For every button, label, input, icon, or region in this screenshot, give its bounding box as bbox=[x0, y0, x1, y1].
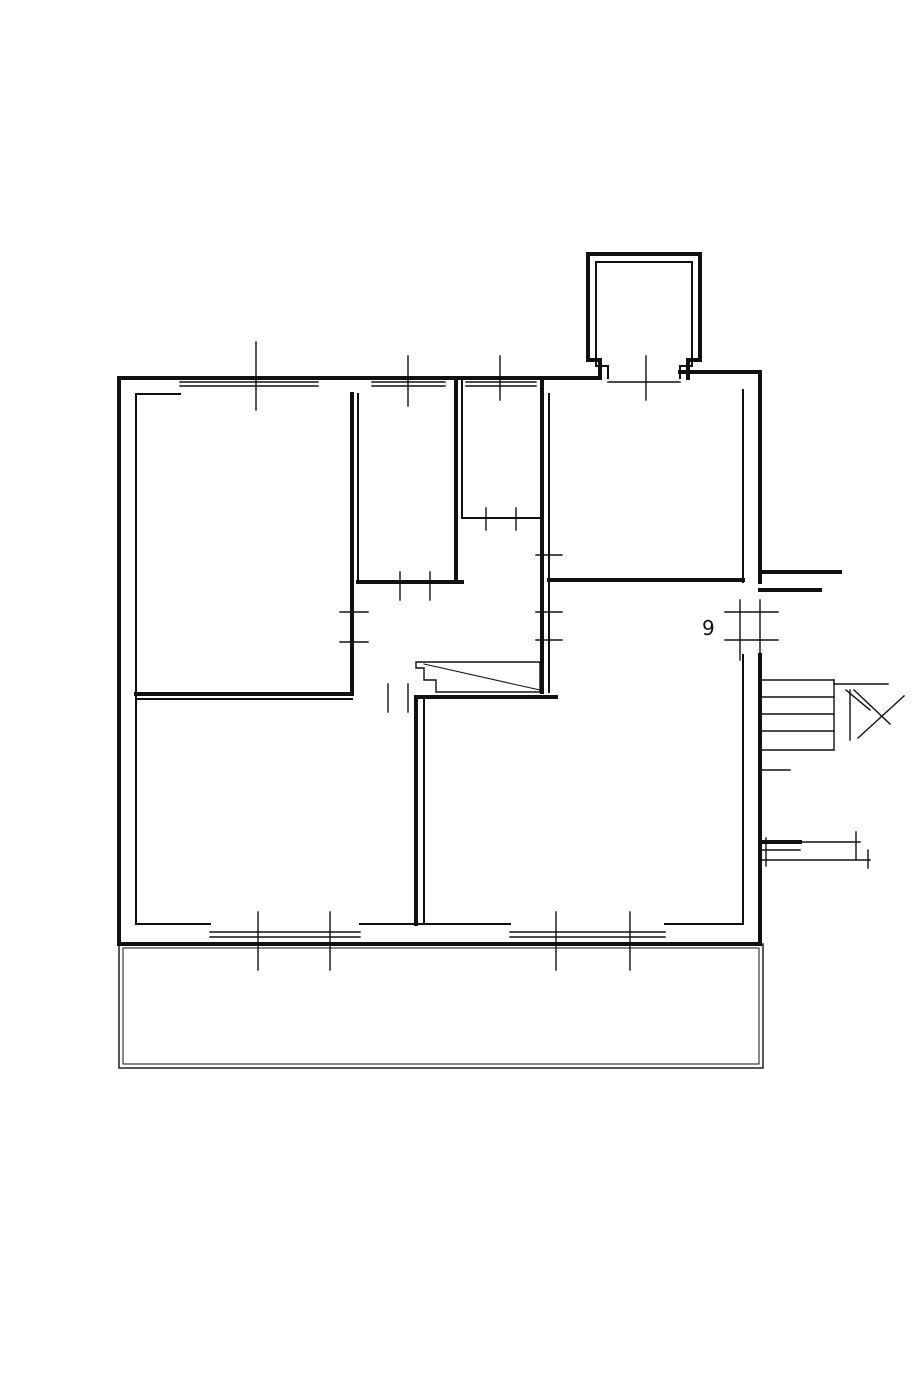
windows-top bbox=[179, 341, 681, 411]
terrace bbox=[118, 943, 764, 1069]
lower-right-step bbox=[758, 831, 871, 869]
stair-landing bbox=[415, 661, 541, 693]
top-bay bbox=[586, 252, 702, 380]
room-number-label: 9 bbox=[702, 616, 715, 640]
windows-bottom bbox=[209, 911, 666, 971]
exterior-stairs bbox=[761, 679, 905, 771]
door-marks bbox=[339, 507, 779, 713]
interior-walls bbox=[134, 378, 745, 926]
outer-walls bbox=[117, 370, 842, 946]
